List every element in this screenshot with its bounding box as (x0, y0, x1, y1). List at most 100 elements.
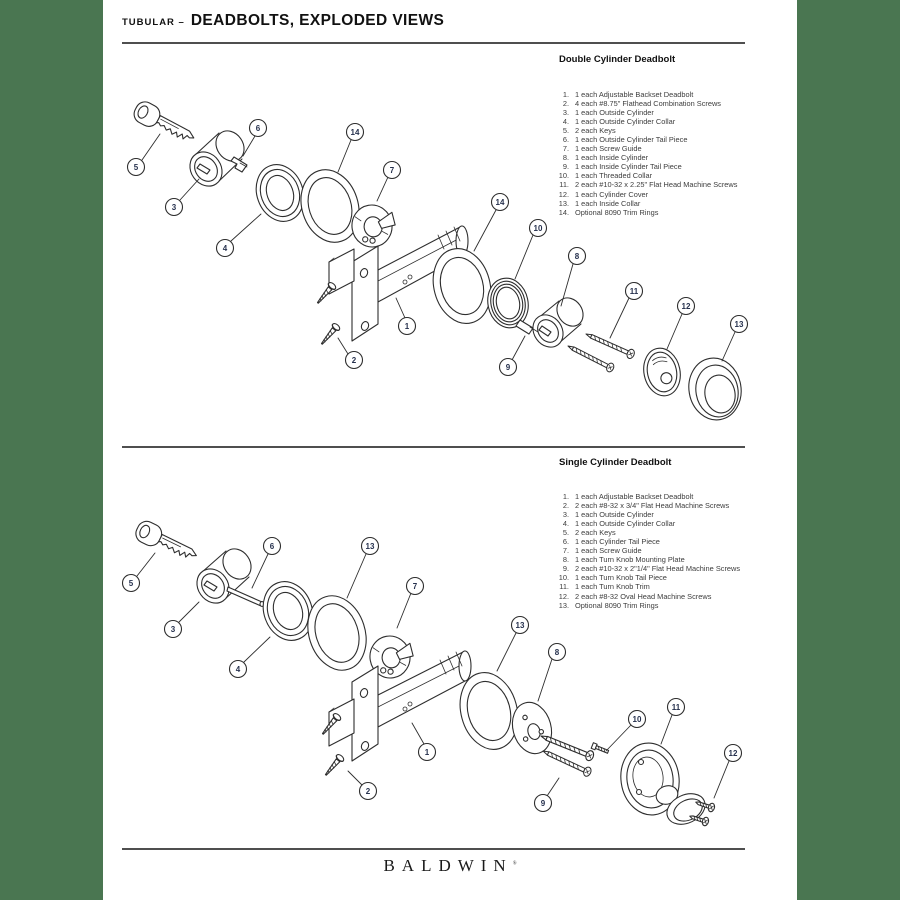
part-number: 12. (558, 189, 569, 199)
part-desc: 4 each #8.75" Flathead Combination Screw… (575, 99, 722, 109)
trim-ring-illustration (459, 672, 519, 750)
section-title-double-cylinder: Double Cylinder Deadbolt (559, 54, 676, 65)
outside-cylinder-collar-illustration (255, 164, 305, 222)
part-desc: 2 each Keys (575, 528, 616, 538)
svg-text:10: 10 (633, 715, 642, 724)
part-desc: 2 each #8-32 x 3/4" Flat Head Machine Sc… (575, 501, 730, 511)
part-desc: 1 each Inside Cylinder (575, 153, 649, 163)
single-cylinder-diagram: 5 3 6 4 13 7 1 2 13 8 9 10 11 12 (121, 517, 743, 828)
part-desc: 2 each #10-32 x 2"1/4" Flat Head Machine… (575, 564, 741, 574)
svg-text:1: 1 (425, 748, 430, 757)
svg-text:13: 13 (366, 542, 375, 551)
outside-cylinder-tail-piece-illustration (230, 156, 248, 173)
outside-cylinder-illustration (196, 548, 252, 604)
inside-cylinder-illustration (532, 297, 584, 348)
callout-2: 2 (337, 337, 364, 370)
inside-collar-illustration (688, 357, 742, 421)
header-divider (122, 42, 745, 44)
page-margin-band-right (797, 0, 900, 900)
part-desc: Optional 8090 Trim Rings (575, 207, 659, 217)
page-title: DEADBOLTS, EXPLODED VIEWS (190, 12, 445, 29)
part-desc: 1 each Screw Guide (575, 144, 642, 154)
brand-wordmark: BALDWIN (383, 856, 513, 875)
svg-text:3: 3 (172, 203, 177, 212)
machine-screws-illustration (565, 329, 637, 374)
part-desc: 1 each Cylinder Tail Piece (575, 537, 660, 547)
callout-8: 8 (560, 246, 587, 307)
part-row: 1.1 each Adjustable Backset Deadbolt (556, 90, 737, 99)
turn-knob-mounting-plate-illustration (511, 701, 553, 755)
part-row: 5. 2 each Keys (556, 528, 740, 537)
svg-text:13: 13 (735, 320, 744, 329)
svg-text:8: 8 (575, 252, 580, 261)
page-margin-band-left (0, 0, 103, 900)
part-number: 7. (562, 144, 569, 154)
part-row: 3.1 each Outside Cylinder (556, 108, 737, 117)
part-number: 14. (558, 207, 569, 217)
svg-text:10: 10 (534, 224, 543, 233)
outside-cylinder-illustration (189, 130, 245, 187)
part-desc: 1 each Screw Guide (575, 546, 642, 556)
callout-13: 13 (346, 536, 380, 599)
part-number: 10. (558, 171, 569, 181)
part-desc: 2 each #10-32 x 2.25" Flat Head Machine … (575, 180, 738, 190)
callout-3: 3 (163, 601, 200, 639)
part-row: 10.1 each Turn Knob Tail Piece (556, 573, 740, 582)
part-row: 4.1 each Outside Cylinder Collar (556, 117, 737, 126)
callout-4: 4 (215, 213, 262, 258)
svg-text:11: 11 (630, 287, 639, 296)
callout-1: 1 (395, 297, 417, 336)
svg-text:12: 12 (729, 749, 738, 758)
svg-text:9: 9 (541, 799, 546, 808)
part-desc: 1 each Threaded Collar (575, 171, 653, 181)
turn-knob-tail-piece-illustration (590, 742, 610, 754)
part-desc: 1 each Cylinder Cover (575, 189, 649, 199)
part-row: 2.4 each #8.75" Flathead Combination Scr… (556, 99, 737, 108)
part-row: 9. 2 each #10-32 x 2"1/4" Flat Head Machi… (556, 564, 740, 573)
part-number: 9. (562, 564, 569, 574)
double-cylinder-diagram: 5 3 6 4 14 7 1 2 14 10 8 9 11 12 13 (126, 98, 749, 421)
part-row: 6. 1 each Outside Cylinder Tail Piece (556, 135, 737, 144)
svg-text:14: 14 (351, 128, 360, 137)
part-desc: 1 each Adjustable Backset Deadbolt (575, 90, 694, 99)
part-desc: 1 each Inside Cylinder Tail Piece (575, 162, 682, 172)
svg-text:5: 5 (129, 579, 134, 588)
trim-ring-illustration (432, 248, 492, 324)
combination-screws-illustration (314, 280, 342, 348)
callout-12: 12 (666, 296, 696, 350)
svg-text:4: 4 (236, 665, 241, 674)
part-desc: Optional 8090 Trim Rings (575, 600, 659, 610)
callout-8: 8 (537, 642, 567, 702)
callout-14: 14 (473, 192, 510, 252)
svg-text:6: 6 (256, 124, 261, 133)
part-row: 3.1 each Outside Cylinder (556, 510, 740, 519)
inside-cylinder-tail-piece-illustration (515, 319, 539, 335)
callout-6: 6 (251, 536, 282, 589)
part-desc: 2 each #8-32 Oval Head Machine Screws (575, 591, 712, 601)
part-row: 9.1 each Inside Cylinder Tail Piece (556, 162, 737, 171)
footer-divider (122, 848, 745, 850)
callout-5: 5 (121, 552, 156, 593)
svg-text:3: 3 (171, 625, 176, 634)
part-number: 8. (562, 555, 569, 565)
part-number: 4. (562, 117, 569, 127)
part-number: 7. (562, 546, 569, 556)
part-number: 6. (562, 135, 569, 145)
header-category: TUBULAR – (122, 17, 185, 28)
part-number: 6. (562, 537, 569, 547)
callout-2: 2 (347, 770, 378, 801)
callout-9: 9 (498, 335, 526, 377)
svg-text:12: 12 (682, 302, 691, 311)
section-divider (122, 446, 745, 448)
part-row: 10. 1 each Threaded Collar (556, 171, 737, 180)
callout-5: 5 (126, 133, 161, 177)
machine-screws-illustration (538, 730, 596, 778)
double-cylinder-parts-list: 1.1 each Adjustable Backset Deadbolt 2.4… (556, 90, 738, 217)
part-desc: 1 each Turn Knob Trim (575, 582, 650, 592)
section-title-single-cylinder: Single Cylinder Deadbolt (559, 457, 672, 468)
part-desc: 1 each Outside Cylinder Tail Piece (575, 135, 688, 145)
part-number: 5. (562, 528, 569, 538)
svg-text:5: 5 (134, 163, 139, 172)
part-row: 13.Optional 8090 Trim Rings (556, 601, 740, 610)
part-number: 12. (558, 591, 569, 601)
